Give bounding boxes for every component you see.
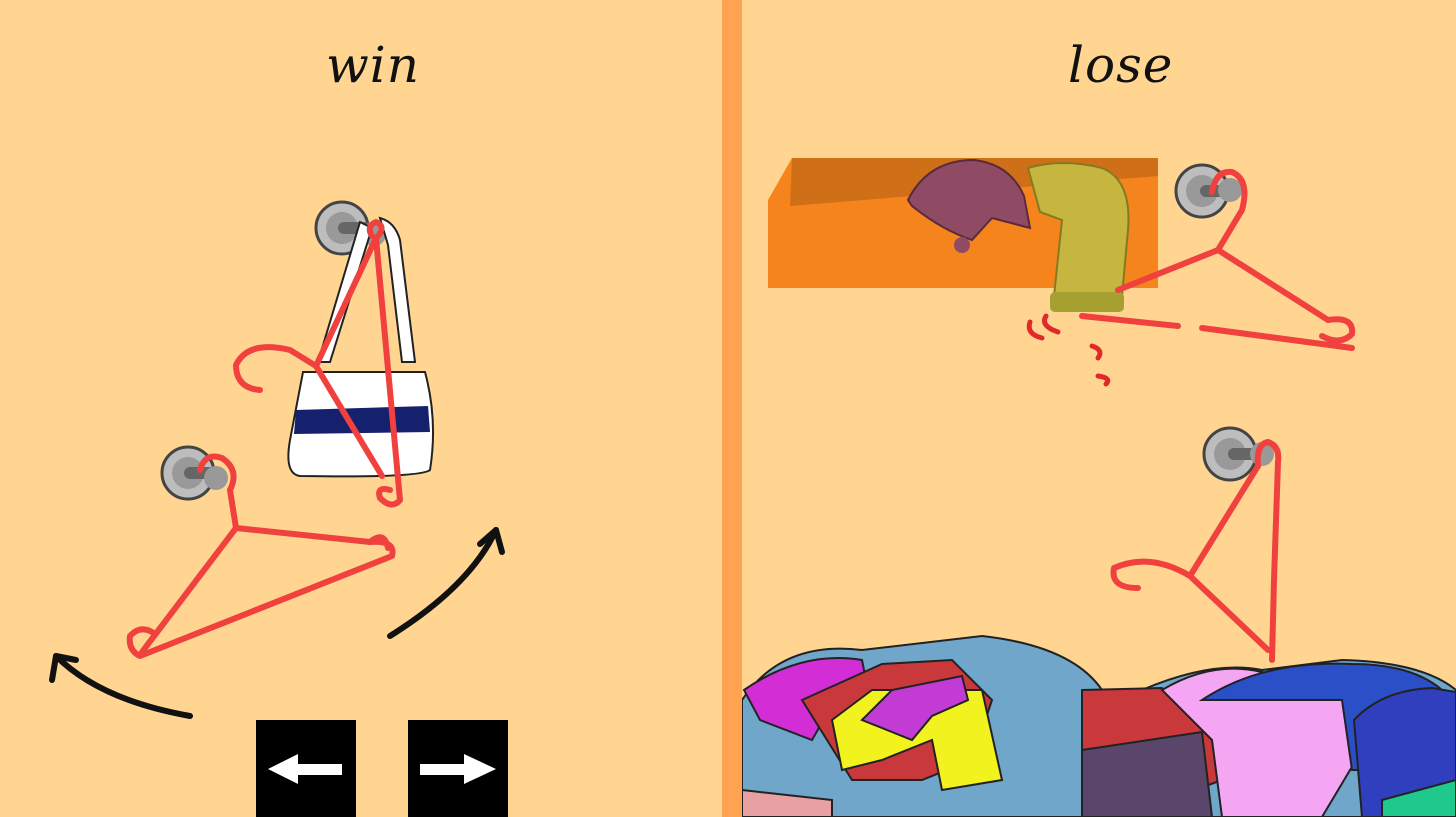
lose-title: lose	[1068, 36, 1174, 94]
win-scene	[49, 200, 505, 719]
hanger-tilted	[1110, 439, 1282, 663]
swipe-arrow-right	[387, 527, 505, 639]
yellow-sock	[1026, 162, 1130, 312]
wall-knob-top-right	[1174, 163, 1242, 219]
hanger-on-bag	[233, 219, 403, 508]
lose-scene	[742, 158, 1456, 817]
arrow-left-icon	[268, 754, 342, 784]
arrow-right-icon	[420, 754, 496, 784]
lose-panel: lose	[742, 0, 1456, 817]
hanger-broken	[1079, 168, 1356, 351]
wall-knob-bottom	[160, 445, 228, 501]
right-arrow-key[interactable]	[408, 720, 508, 817]
crack-marks	[1026, 313, 1111, 387]
hanger-fallen	[126, 453, 396, 659]
panel-divider	[722, 0, 742, 817]
clothes-pile	[742, 634, 1456, 817]
purple-hat	[906, 158, 1032, 253]
swipe-arrow-left	[49, 653, 193, 719]
wall-knob-bottom-right	[1202, 426, 1274, 482]
win-title: win	[326, 36, 420, 94]
win-panel: win	[0, 0, 722, 817]
left-arrow-key[interactable]	[256, 720, 356, 817]
